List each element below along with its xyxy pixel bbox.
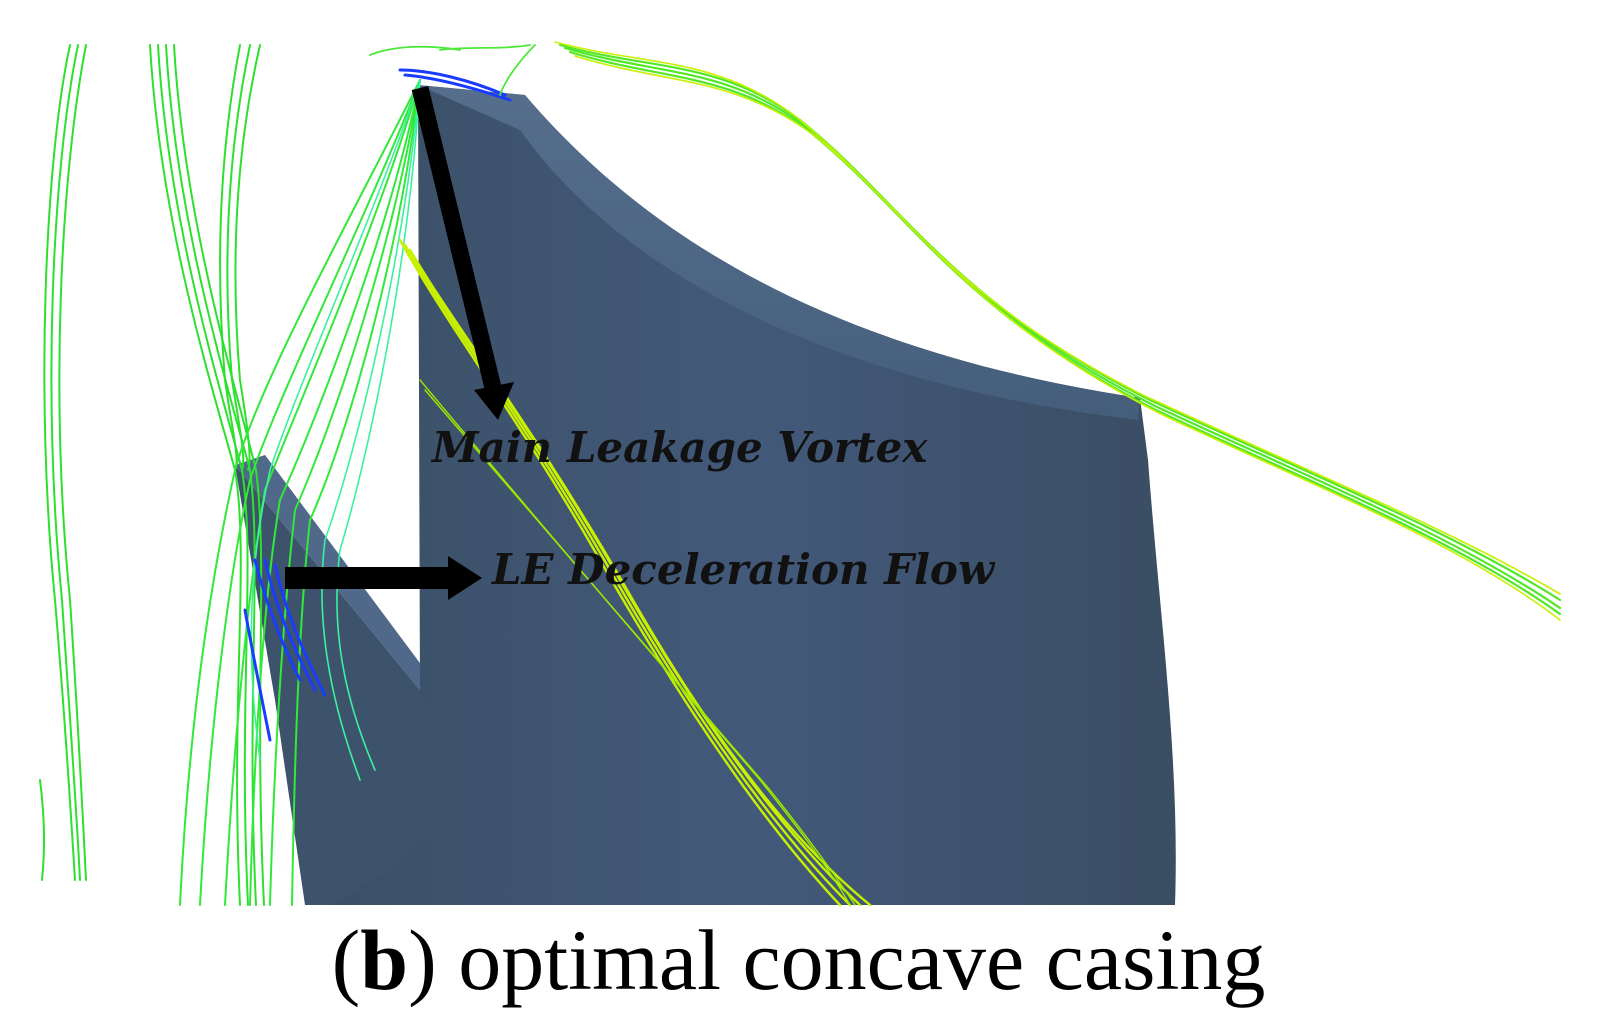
main-leakage-vortex-label: Main Leakage Vortex [430, 423, 928, 472]
caption-letter: b [360, 912, 409, 1008]
figure-caption: (b) optimal concave casing [0, 905, 1597, 1015]
caption-text: optimal concave casing [436, 912, 1266, 1008]
caption-open-paren: ( [331, 912, 361, 1008]
streamlines [39, 41, 1562, 907]
main-vortex-arrow [411, 85, 514, 420]
le-flow-arrow [285, 556, 482, 600]
main-blade [330, 85, 1176, 905]
caption-close-paren: ) [408, 912, 437, 1008]
le-deceleration-flow-label: LE Deceleration Flow [491, 545, 996, 594]
